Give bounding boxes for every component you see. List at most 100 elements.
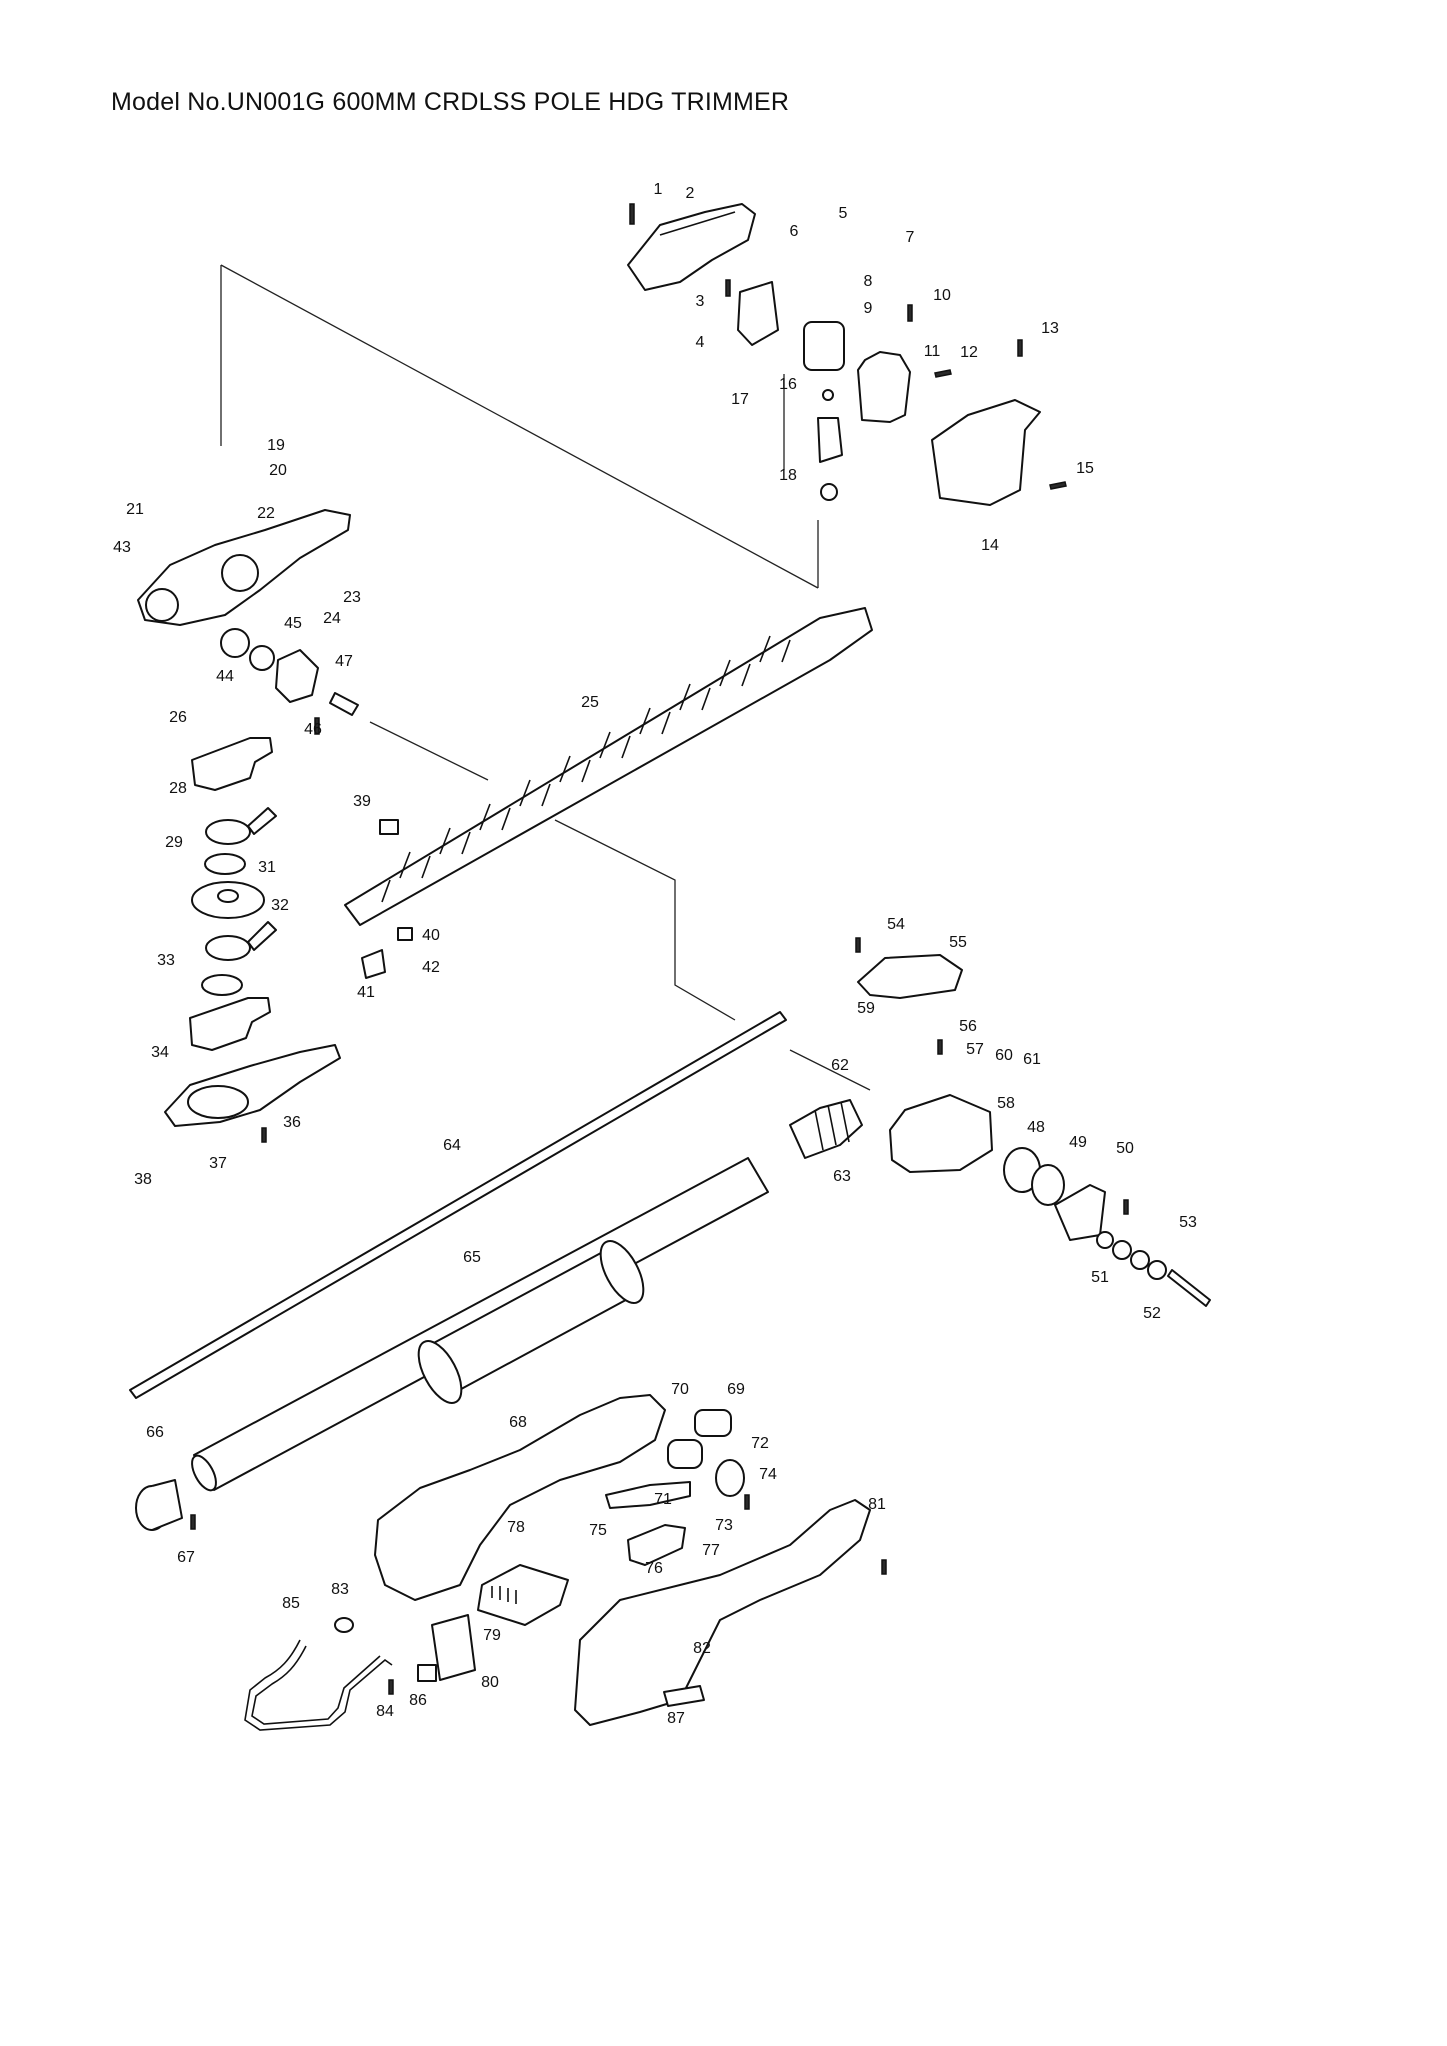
part-terminal-80 [431, 1614, 476, 1681]
part-bushing-83 [334, 1617, 354, 1633]
part-joint-58 [889, 1094, 993, 1173]
callout-75: 75 [589, 1522, 607, 1539]
callout-56: 56 [959, 1018, 977, 1035]
callout-65: 65 [463, 1249, 481, 1266]
callout-12: 12 [960, 344, 978, 361]
part-plate-34 [189, 997, 271, 1051]
part-pcb-78 [477, 1564, 569, 1626]
callout-24: 24 [323, 610, 341, 627]
callout-18: 18 [779, 467, 797, 484]
callout-48: 48 [1027, 1119, 1045, 1136]
callout-4: 4 [696, 334, 705, 351]
callout-26: 26 [169, 709, 187, 726]
part-gear-31 [191, 881, 265, 919]
callout-45: 45 [284, 615, 302, 632]
part-stator-9 [803, 321, 845, 371]
callout-10: 10 [933, 287, 951, 304]
callout-86: 86 [409, 1692, 427, 1709]
callout-16: 16 [779, 376, 797, 393]
callout-72: 72 [751, 1435, 769, 1452]
callout-42: 42 [422, 959, 440, 976]
callout-71: 71 [654, 1491, 672, 1508]
part-blade-clips [361, 819, 413, 979]
part-ring-48b [1031, 1164, 1065, 1206]
part-trigger-76 [627, 1524, 686, 1566]
callout-7: 7 [906, 229, 915, 246]
callout-37: 37 [209, 1155, 227, 1172]
callout-46: 46 [304, 721, 322, 738]
part-armature-17 [817, 389, 843, 501]
callout-60: 60 [995, 1047, 1013, 1064]
callout-15: 15 [1076, 460, 1094, 477]
callout-68: 68 [509, 1414, 527, 1431]
screws [190, 203, 1129, 1695]
callout-6: 6 [790, 223, 799, 240]
callout-63: 63 [833, 1168, 851, 1185]
part-clamp-66 [135, 1479, 183, 1531]
callout-25: 25 [581, 694, 599, 711]
part-cover-4 [737, 281, 779, 346]
callout-3: 3 [696, 293, 705, 310]
part-bracket-45 [275, 649, 319, 703]
callout-67: 67 [177, 1549, 195, 1566]
part-connecting-rod-28 [205, 807, 277, 845]
callout-1: 1 [654, 181, 663, 198]
part-cover-55 [857, 954, 963, 999]
callout-87: 87 [667, 1710, 685, 1727]
callout-28: 28 [169, 780, 187, 797]
callout-38: 38 [134, 1171, 152, 1188]
callout-29: 29 [165, 834, 183, 851]
callout-53: 53 [1179, 1214, 1197, 1231]
part-rod-64 [129, 1011, 787, 1399]
callout-31: 31 [258, 859, 276, 876]
part-plate-26 [191, 737, 273, 791]
callout-81: 81 [868, 1496, 886, 1513]
callout-84: 84 [376, 1703, 394, 1720]
callout-20: 20 [269, 462, 287, 479]
callout-44: 44 [216, 668, 234, 685]
callout-59: 59 [857, 1000, 875, 1017]
callout-70: 70 [671, 1381, 689, 1398]
callout-5: 5 [839, 205, 848, 222]
callout-40: 40 [422, 927, 440, 944]
callout-51: 51 [1091, 1269, 1109, 1286]
callout-82: 82 [693, 1640, 711, 1657]
callout-22: 22 [257, 505, 275, 522]
part-bearing-29 [204, 853, 246, 875]
callout-52: 52 [1143, 1305, 1161, 1322]
callout-78: 78 [507, 1519, 525, 1536]
callout-19: 19 [267, 437, 285, 454]
part-gear-case-36 [164, 1044, 341, 1127]
part-switch-69 [694, 1409, 732, 1437]
callout-36: 36 [283, 1114, 301, 1131]
part-bracket-49 [1054, 1184, 1106, 1241]
part-washers-44 [220, 628, 275, 671]
callout-49: 49 [1069, 1134, 1087, 1151]
callout-66: 66 [146, 1424, 164, 1441]
callout-8: 8 [864, 273, 873, 290]
callout-55: 55 [949, 934, 967, 951]
callout-74: 74 [759, 1466, 777, 1483]
callout-61: 61 [1023, 1051, 1041, 1068]
callout-21: 21 [126, 501, 144, 518]
callout-69: 69 [727, 1381, 745, 1398]
callout-2: 2 [686, 185, 695, 202]
part-cover-14 [931, 399, 1041, 506]
callout-83: 83 [331, 1581, 349, 1598]
callout-85: 85 [282, 1595, 300, 1612]
callout-39: 39 [353, 793, 371, 810]
part-switch-70 [667, 1439, 703, 1469]
callout-64: 64 [443, 1137, 461, 1154]
part-pole-65 [191, 1157, 769, 1492]
part-bolt-53 [1167, 1269, 1211, 1307]
page-title: Model No.UN001G 600MM CRDLSS POLE HDG TR… [111, 88, 790, 116]
callout-13: 13 [1041, 320, 1059, 337]
callout-58: 58 [997, 1095, 1015, 1112]
part-label-87 [663, 1685, 705, 1707]
callout-77: 77 [702, 1542, 720, 1559]
part-loop-handle-85 [244, 1639, 393, 1731]
part-bearing-33 [201, 974, 243, 996]
callout-43: 43 [113, 539, 131, 556]
part-connecting-rod-32 [205, 921, 277, 961]
